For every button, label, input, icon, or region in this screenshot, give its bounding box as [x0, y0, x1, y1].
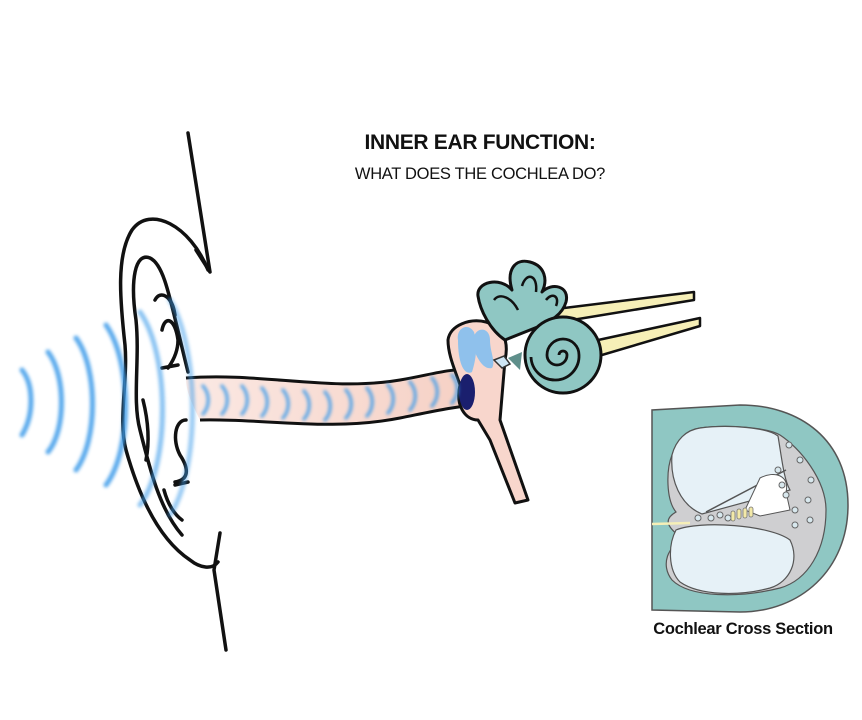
- diagram-subtitle: WHAT DOES THE COCHLEA DO?: [354, 165, 606, 183]
- auditory-nerve: [546, 290, 702, 362]
- diagram-title: INNER EAR FUNCTION:: [364, 131, 596, 154]
- ossicles: [457, 326, 512, 373]
- canal-sound-waves: [201, 373, 459, 422]
- ear-canal: [185, 368, 481, 426]
- sound-waves: [19, 297, 195, 518]
- inset-caption: Cochlear Cross Section: [653, 620, 833, 638]
- cochlear-cross-section: [651, 404, 849, 613]
- cochlea: [508, 315, 603, 395]
- eardrum: [459, 374, 475, 410]
